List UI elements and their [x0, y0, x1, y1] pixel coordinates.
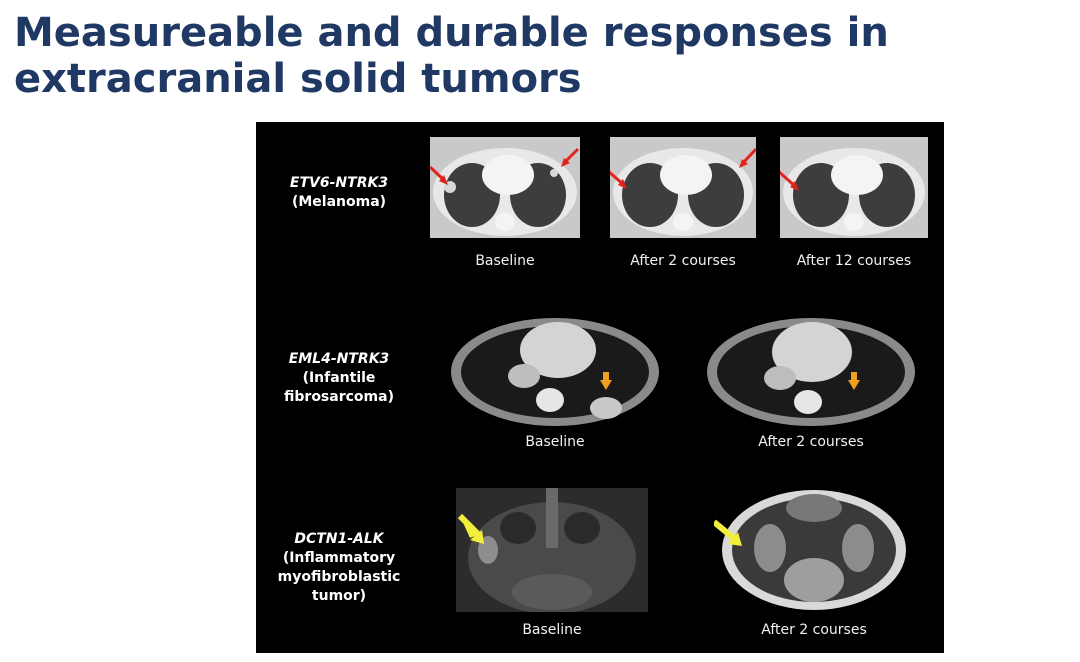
diagnosis-line: fibrosarcoma) [284, 389, 394, 405]
ct-lung-after-12 [780, 137, 928, 238]
mri-head-after-2 [714, 488, 914, 612]
caption-after-2: After 2 courses [761, 622, 867, 638]
diagnosis-line: (Melanoma) [291, 194, 387, 210]
ct-chest-after-2 [700, 310, 922, 428]
slide-title: Measureable and durable responses in ext… [14, 10, 889, 102]
gene-name: DCTN1-ALK [294, 531, 384, 547]
gene-name: EML4-NTRK3 [288, 351, 390, 367]
ct-chest-baseline [446, 310, 664, 428]
diagnosis-line: tumor) [311, 588, 367, 604]
row-label-dctn1: DCTN1-ALK (Inflammatory myofibroblastic … [264, 530, 414, 606]
diagnosis-line: (Infantile [302, 370, 376, 386]
diagnosis-line: myofibroblastic [277, 569, 401, 585]
caption-after-2: After 2 courses [630, 253, 736, 269]
caption-after-12: After 12 courses [796, 253, 912, 269]
ct-lung-after-2 [610, 137, 756, 238]
diagnosis-line: (Inflammatory [282, 550, 396, 566]
mri-head-baseline [456, 488, 648, 612]
gene-name: ETV6-NTRK3 [289, 175, 389, 191]
row-label-etv6: ETV6-NTRK3 (Melanoma) [264, 174, 414, 212]
caption-baseline: Baseline [522, 622, 582, 638]
caption-baseline: Baseline [475, 253, 535, 269]
figure-panel: ETV6-NTRK3 (Melanoma) [256, 122, 944, 653]
caption-after-2: After 2 courses [758, 434, 864, 450]
caption-baseline: Baseline [525, 434, 585, 450]
ct-lung-baseline [430, 137, 580, 238]
row-label-eml4: EML4-NTRK3 (Infantile fibrosarcoma) [264, 350, 414, 407]
